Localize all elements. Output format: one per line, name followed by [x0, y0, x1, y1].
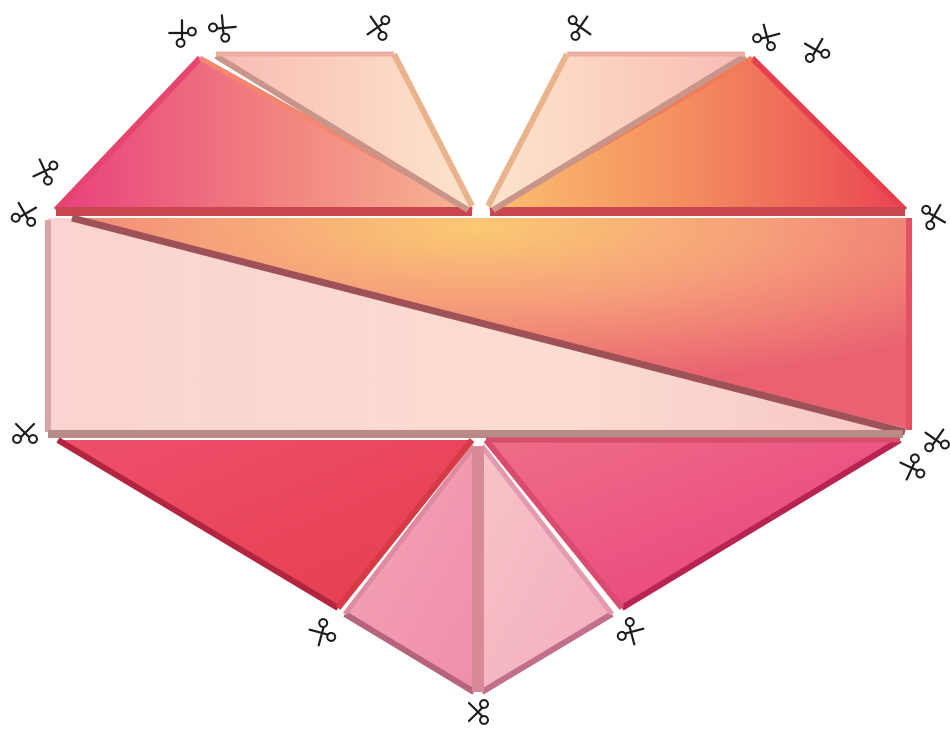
- scissors-icon: [469, 700, 488, 724]
- scissors-icon: [13, 424, 37, 443]
- scissors-icon: [207, 13, 238, 43]
- scissors-icon: [802, 38, 830, 63]
- scissors-icon: [308, 618, 336, 648]
- scissors-icon: [752, 23, 782, 51]
- scissors-icon: [899, 453, 925, 482]
- scissors-icon: [923, 429, 950, 452]
- scissors-icon: [367, 14, 390, 41]
- scissors-icon: [167, 18, 197, 48]
- scissors-icon: [32, 157, 58, 186]
- scissors-icon: [11, 202, 39, 227]
- middle-band: [48, 218, 912, 438]
- scissors-icon: [921, 202, 946, 230]
- scissors-icon: [616, 617, 644, 647]
- scissors-icon: [568, 14, 591, 41]
